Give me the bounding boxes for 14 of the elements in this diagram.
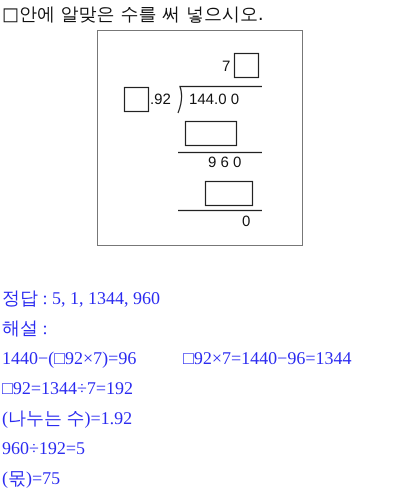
- quotient-digit: 7: [222, 59, 230, 74]
- remainder-digit: 0: [242, 214, 250, 229]
- dividend: 144.0 0: [189, 92, 240, 107]
- math-expression: 960÷192=5: [2, 439, 86, 457]
- instruction-text: □안에 알맞은 수를 써 넣으시오.: [2, 6, 264, 24]
- explanation-heading: 해설 :: [2, 319, 48, 337]
- math-expression: □92=1344÷7=192: [2, 379, 134, 397]
- math-expression: 1440−(□92×7)=96: [2, 349, 136, 367]
- math-expression: □92×7=1440−96=1344: [183, 349, 352, 367]
- divisor-digits: .92: [150, 92, 171, 107]
- math-expression: (몫)=75: [2, 469, 60, 487]
- answer-text: 정답 : 5, 1, 1344, 960: [2, 289, 160, 307]
- remainder-digits: 9 6 0: [208, 155, 242, 170]
- math-expression: (나누는 수)=1.92: [2, 409, 132, 427]
